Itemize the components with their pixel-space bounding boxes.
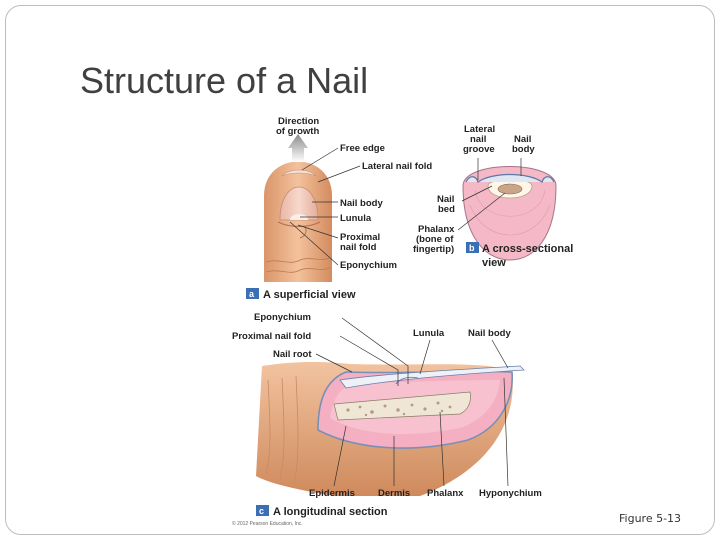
panel-c-leader-lines	[315, 317, 509, 487]
badge-c	[256, 505, 269, 516]
copyright: © 2012 Pearson Education, Inc.	[232, 520, 303, 527]
label-eponychium-c: Eponychium	[254, 312, 311, 323]
label-dermis: Dermis	[378, 488, 410, 499]
panel-a-leader-lines	[289, 147, 361, 266]
badge-c-text: c	[259, 506, 264, 516]
badge-b-text: b	[469, 243, 475, 253]
panel-b-leader-lines	[457, 158, 522, 231]
figure-reference: Figure 5-13	[619, 512, 682, 525]
panel-b-cross-section	[462, 166, 557, 261]
caption-c: A longitudinal section	[273, 506, 388, 518]
badge-a-text: a	[249, 289, 255, 299]
label-phalanx-c: Phalanx	[427, 488, 464, 499]
label-eponychium-a: Eponychium	[340, 260, 397, 271]
growth-arrow	[288, 134, 308, 162]
label-epidermis: Epidermis	[309, 488, 355, 499]
label-hyponychium: Hyponychium	[479, 488, 542, 499]
label-lateral-nail-fold: Lateral nail fold	[362, 161, 432, 172]
badge-a	[246, 288, 259, 299]
label-free-edge: Free edge	[340, 143, 385, 154]
label-nail-root: Nail root	[273, 349, 312, 360]
panel-c-longitudinal	[256, 362, 525, 496]
panel-a-finger	[264, 161, 332, 282]
label-lunula-c: Lunula	[413, 328, 445, 339]
label-lunula-a: Lunula	[340, 213, 372, 224]
slide-title: Structure of a Nail	[80, 60, 369, 101]
badge-b	[466, 242, 479, 253]
label-proximal-nail-fold-c: Proximal nail fold	[232, 331, 311, 342]
label-nail-body-c: Nail body	[468, 328, 511, 339]
caption-a: A superficial view	[263, 289, 356, 301]
label-nail-body-a: Nail body	[340, 198, 383, 209]
